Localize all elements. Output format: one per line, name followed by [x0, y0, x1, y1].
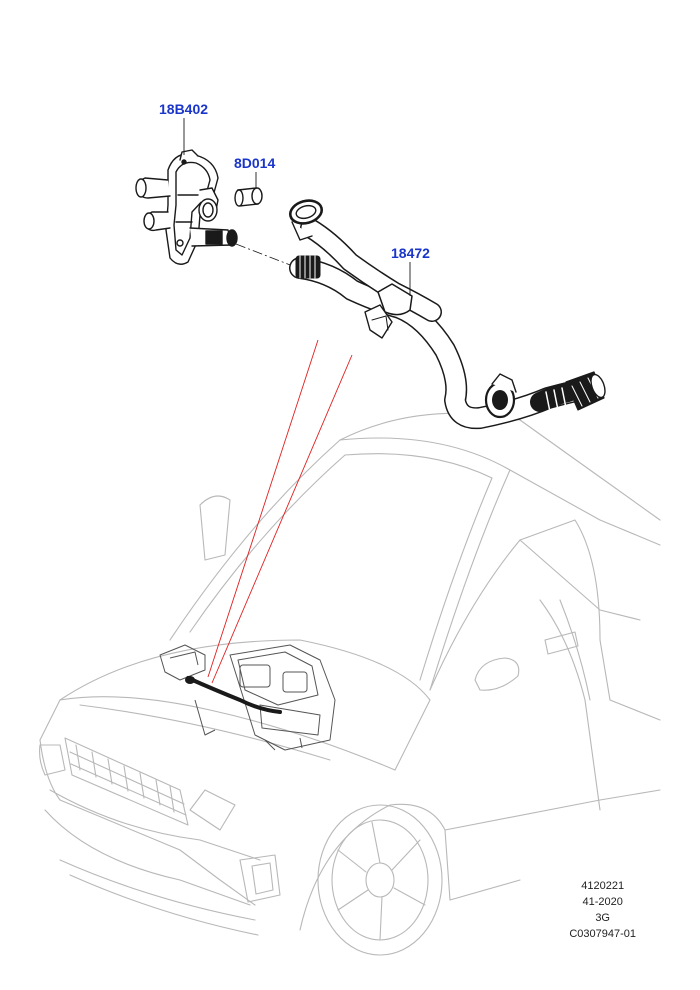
reference-line-3: 3G [595, 912, 610, 924]
reference-line-2: 41-2020 [582, 896, 623, 908]
reference-line-4: C0307947-01 [569, 928, 636, 940]
vehicle-outline [39, 412, 661, 956]
diagram-reference-block: 4120221 41-2020 3G C0307947-01 [569, 878, 636, 942]
heater-hose-part[interactable] [288, 197, 608, 430]
reference-line-1: 4120221 [581, 880, 625, 892]
valve-housing-part[interactable] [135, 149, 238, 265]
callout-plug-label[interactable]: 8D014 [234, 155, 276, 171]
callout-ticks [183, 118, 411, 296]
engine-bay-assembly [159, 644, 336, 751]
connection-centerline [235, 243, 299, 269]
plug-part[interactable] [234, 187, 263, 207]
leader-lines [207, 339, 353, 684]
callout-valve-housing-label[interactable]: 18B402 [159, 101, 209, 117]
hose-in-vehicle [185, 676, 282, 714]
callout-heater-hose-label[interactable]: 18472 [391, 245, 430, 261]
